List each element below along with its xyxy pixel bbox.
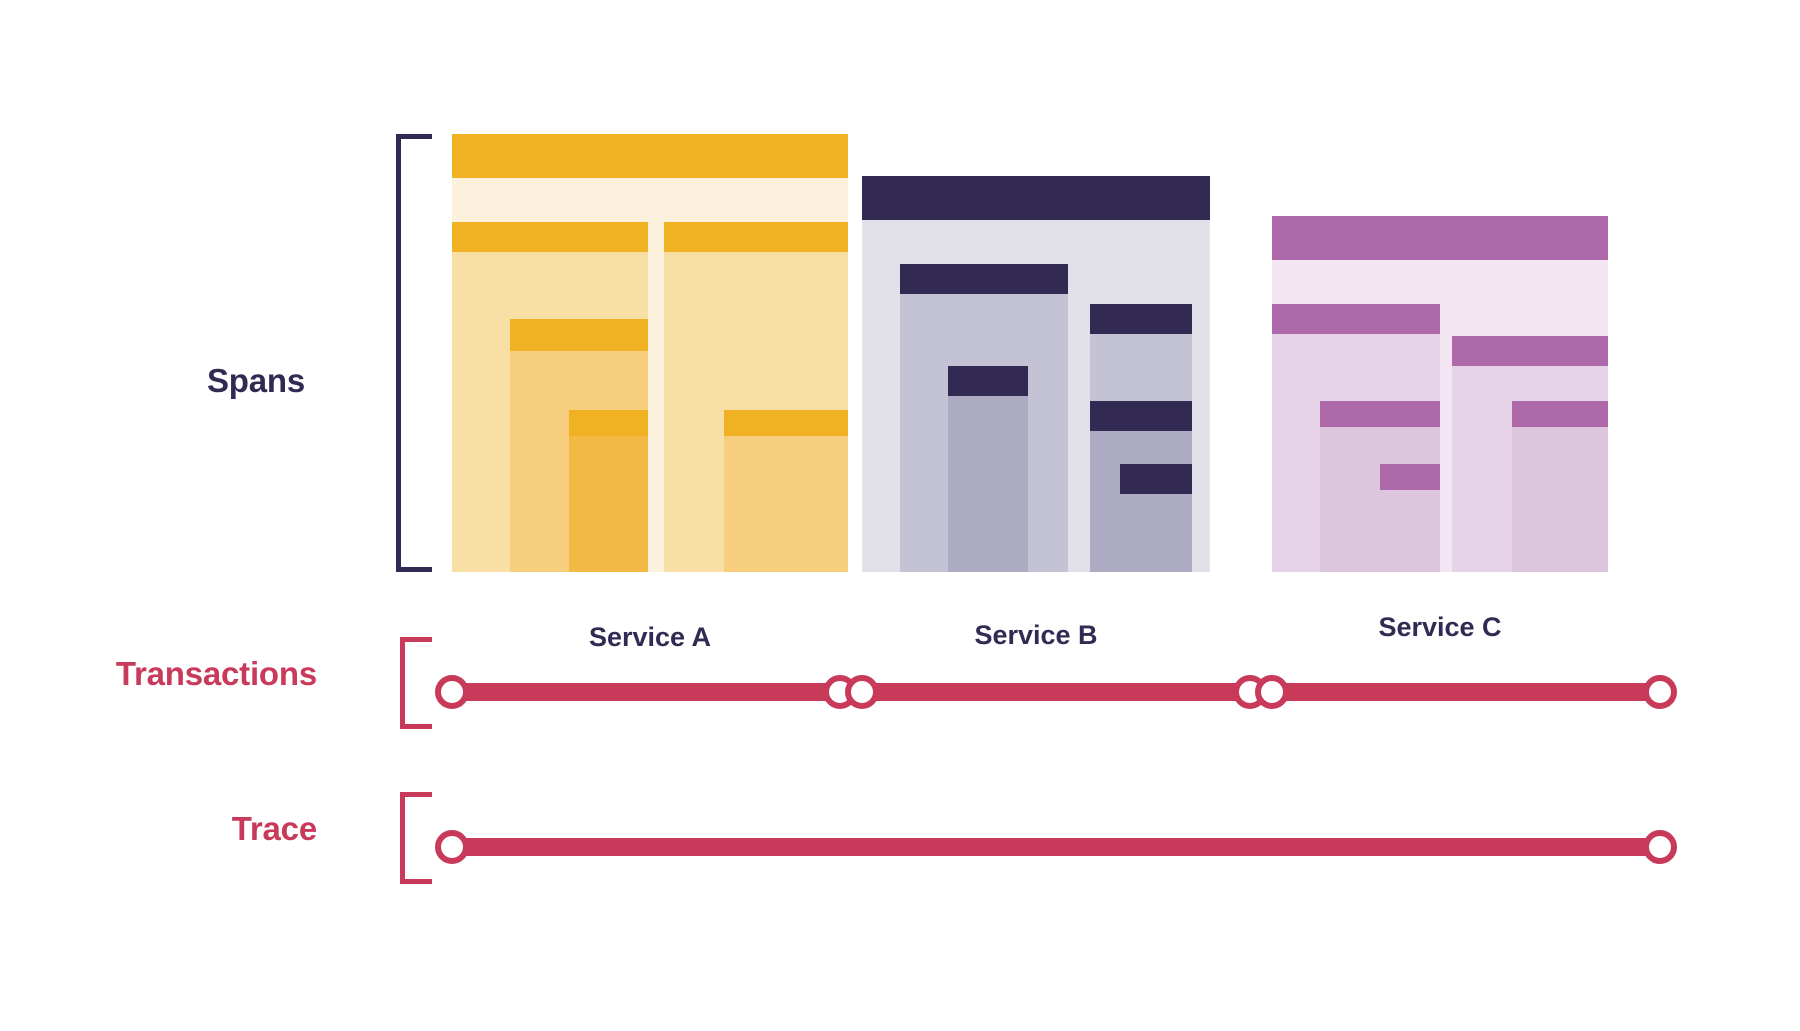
trace-span-line[interactable] — [452, 838, 1660, 856]
transaction-service-b-line[interactable] — [862, 683, 1250, 701]
span-c-2-1[interactable] — [1512, 401, 1608, 572]
span-b-2-header — [1090, 304, 1192, 334]
span-c-1-1-1-header — [1380, 464, 1440, 490]
service-caption-a: Service A — [588, 622, 712, 652]
trace-bracket — [400, 792, 432, 884]
span-c-1-1-header — [1320, 401, 1440, 427]
span-b-1-1[interactable] — [948, 366, 1028, 572]
span-a-1-1-1[interactable] — [569, 410, 648, 572]
span-a-root-header — [452, 134, 848, 178]
span-b-1-header — [900, 264, 1068, 294]
trace-row-label: Trace — [231, 810, 317, 847]
span-a-1-header — [452, 222, 648, 252]
span-a-2-header — [664, 222, 848, 252]
span-b-1-1-header — [948, 366, 1028, 396]
spans-chart — [452, 134, 1608, 572]
transaction-service-a-line[interactable] — [452, 683, 840, 701]
transactions-row-label: Transactions — [115, 655, 317, 692]
span-a-2-1-header — [724, 410, 848, 436]
span-b-2-1-1-header — [1120, 464, 1192, 494]
span-c-1-1-1[interactable] — [1380, 464, 1440, 572]
transaction-service-c-line[interactable] — [1272, 683, 1660, 701]
span-a-1-1-header — [510, 319, 648, 351]
span-c-1-header — [1272, 304, 1440, 334]
transaction-service-a-start-node[interactable] — [435, 675, 469, 709]
service-caption-b: Service B — [974, 620, 1098, 650]
span-c-2-header — [1452, 336, 1608, 366]
spans-bracket — [396, 134, 432, 572]
trace-span-end-node[interactable] — [1643, 830, 1677, 864]
span-c-2-1-header — [1512, 401, 1608, 427]
trace-span-start-node[interactable] — [435, 830, 469, 864]
spans-row-label: Spans — [206, 362, 305, 399]
transaction-service-b-start-node[interactable] — [845, 675, 879, 709]
span-a-2-1[interactable] — [724, 410, 848, 572]
span-a-1-1-1-header — [569, 410, 648, 436]
span-b-2-1-1[interactable] — [1120, 464, 1192, 572]
transactions-bracket — [400, 637, 432, 729]
transaction-service-c-end-node[interactable] — [1643, 675, 1677, 709]
transaction-service-c-start-node[interactable] — [1255, 675, 1289, 709]
service-caption-c: Service C — [1378, 612, 1502, 642]
span-b-2-1-header — [1090, 401, 1192, 431]
span-c-root-header — [1272, 216, 1608, 260]
span-b-root-header — [862, 176, 1210, 220]
